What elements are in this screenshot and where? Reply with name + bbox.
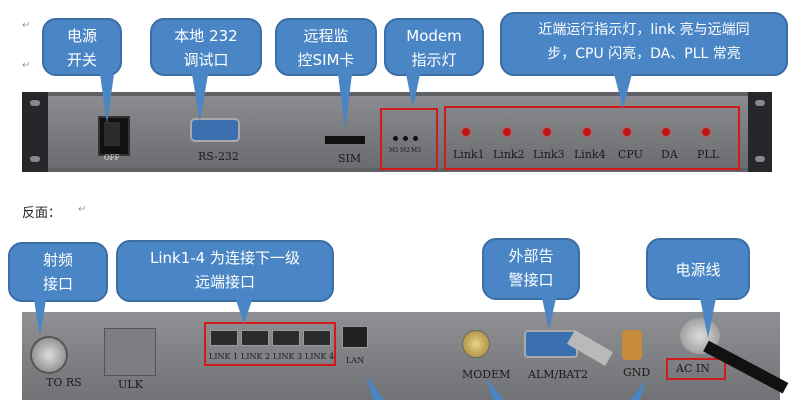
callout-line: 指示灯 — [411, 51, 457, 69]
link1-port[interactable] — [210, 330, 238, 346]
rs232-connector-icon[interactable] — [190, 118, 240, 142]
cpu-led — [623, 128, 631, 136]
cpu-label: CPU — [618, 148, 643, 161]
callout-line: 电源 — [66, 27, 97, 45]
callout-modem: Modem 指示灯 — [384, 18, 484, 76]
rack-hole-icon — [30, 100, 40, 106]
rf-connector-icon[interactable] — [30, 336, 68, 374]
ac-in-label: AC IN — [676, 362, 710, 375]
ulk-plate — [104, 328, 156, 376]
link3-port-label: LINK 3 — [273, 352, 303, 361]
lan-label: LAN — [346, 356, 365, 365]
callout-line: 本地 232 — [174, 27, 238, 45]
callout-tail — [192, 74, 208, 122]
callout-line: 开关 — [66, 51, 97, 69]
alm-bat2-label: ALM/BAT2 — [528, 368, 588, 381]
callout-line: 外部告 — [508, 247, 554, 265]
callout-run-indicator: 近端运行指示灯，link 亮与远端同 步，CPU 闪亮，DA、PLL 常亮 — [500, 12, 788, 76]
callout-tail — [614, 74, 632, 108]
da-label: DA — [661, 148, 678, 161]
link2-port[interactable] — [241, 330, 269, 346]
rs232-label: RS-232 — [198, 150, 239, 163]
rack-hole-icon — [755, 100, 765, 106]
reverse-side-label: 反面： — [22, 206, 62, 221]
link4-led — [583, 128, 591, 136]
link2-label: Link2 — [493, 148, 525, 161]
callout-link-ports: Link1-4 为连接下一级 远端接口 — [116, 240, 334, 302]
modem-led-2 — [403, 136, 408, 141]
link3-port[interactable] — [272, 330, 300, 346]
ac-in-highlight-box — [666, 358, 726, 380]
callout-line: Link1-4 为连接下一级 — [150, 249, 300, 267]
callout-tail — [700, 298, 716, 338]
power-switch-rocker — [104, 122, 120, 146]
gnd-label: GND — [623, 366, 651, 379]
modem-led-label-1: M1 — [389, 147, 399, 154]
link4-port[interactable] — [303, 330, 331, 346]
link1-led — [462, 128, 470, 136]
modem-led-highlight-box — [380, 108, 438, 170]
sim-label: SIM — [338, 152, 362, 165]
link3-led — [543, 128, 551, 136]
callout-line: 警接口 — [508, 271, 554, 289]
link2-led — [503, 128, 511, 136]
rack-hole-icon — [755, 156, 765, 162]
callout-alarm-port: 外部告 警接口 — [482, 238, 580, 300]
callout-line: 调试口 — [183, 51, 229, 69]
ground-terminal-icon[interactable] — [622, 330, 642, 360]
callout-line: Modem — [406, 27, 462, 45]
off-label: OFF — [104, 154, 120, 162]
callout-tail — [338, 74, 352, 130]
callout-tail — [236, 300, 252, 324]
callout-rf-port: 射频 接口 — [8, 242, 108, 302]
callout-tail — [100, 74, 114, 124]
callout-line: 近端运行指示灯，link 亮与远端同 — [538, 22, 750, 38]
callout-tail — [406, 74, 420, 108]
callout-line: 接口 — [42, 275, 73, 293]
paragraph-mark: ↵ — [78, 204, 87, 215]
callout-line: 控SIM卡 — [297, 51, 355, 69]
modem-led-3 — [413, 136, 418, 141]
rack-hole-icon — [30, 156, 40, 162]
callout-line: 远端接口 — [194, 273, 255, 291]
paragraph-mark: ↵ — [22, 20, 31, 31]
callout-rs232: 本地 232 调试口 — [150, 18, 262, 76]
lan-port[interactable] — [342, 326, 368, 348]
sim-slot[interactable] — [325, 136, 365, 144]
link4-port-label: LINK 4 — [305, 352, 335, 361]
modem-led-label-3: M3 — [411, 147, 421, 154]
modem-antenna-connector-icon[interactable] — [462, 330, 490, 358]
modem-label: MODEM — [462, 368, 511, 381]
callout-line: 电源线 — [675, 261, 721, 279]
callout-line: 远程监 — [303, 27, 349, 45]
callout-sim: 远程监 控SIM卡 — [275, 18, 377, 76]
pll-label: PLL — [697, 148, 720, 161]
callout-tail — [34, 300, 46, 336]
ulk-label: ULK — [118, 378, 143, 391]
link1-label: Link1 — [453, 148, 485, 161]
callout-tail — [542, 298, 556, 330]
link1-port-label: LINK 1 — [209, 352, 239, 361]
paragraph-mark: ↵ — [22, 60, 31, 71]
callout-line: 射频 — [42, 251, 73, 269]
link3-label: Link3 — [533, 148, 565, 161]
callout-power-cord: 电源线 — [646, 238, 750, 300]
run-indicator-highlight-box — [444, 106, 740, 170]
link4-label: Link4 — [574, 148, 606, 161]
pll-led — [702, 128, 710, 136]
da-led — [662, 128, 670, 136]
to-rs-label: TO RS — [46, 376, 82, 389]
callout-power-switch: 电源 开关 — [42, 18, 122, 76]
callout-line: 步，CPU 闪亮，DA、PLL 常亮 — [547, 46, 741, 62]
modem-led-1 — [393, 136, 398, 141]
link-ports-highlight-box — [204, 322, 336, 366]
link2-port-label: LINK 2 — [241, 352, 271, 361]
modem-led-label-2: M2 — [400, 147, 410, 154]
